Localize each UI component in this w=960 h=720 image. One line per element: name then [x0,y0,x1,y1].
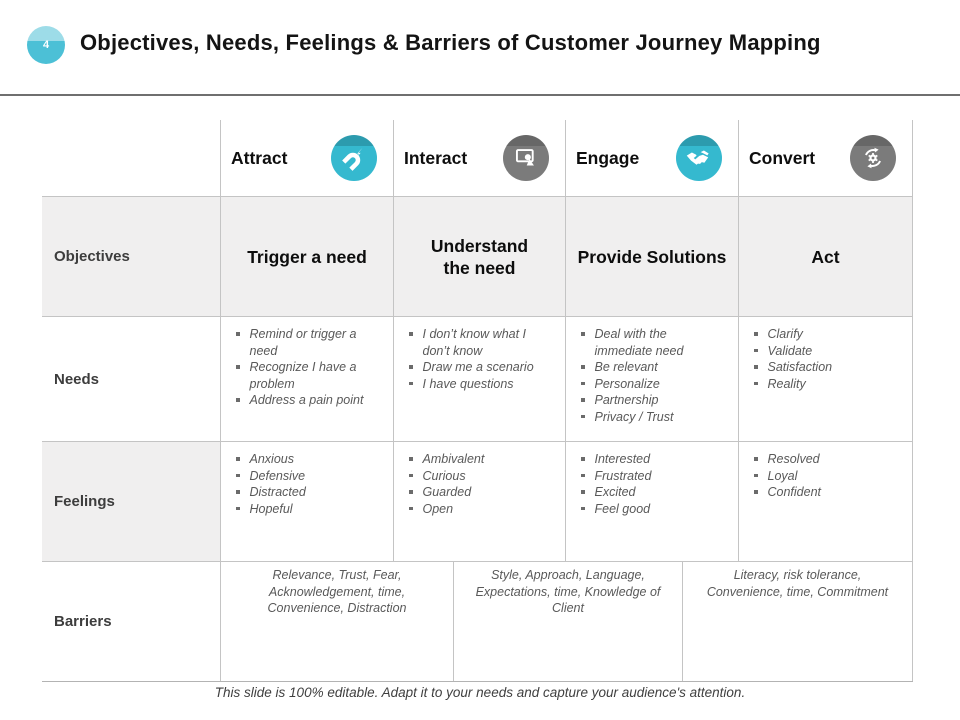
list-item: Recognize I have a problem [227,359,381,392]
needs-interact-cell: I don’t know what I don’t know Draw me a… [393,317,565,441]
page-number-badge: 4 [27,26,65,64]
stage-label: Attract [231,147,288,168]
editable-note: This slide is 100% editable. Adapt it to… [214,685,746,700]
objective-engage: Provide Solutions [565,197,738,316]
row-label-feelings: Feelings [42,442,220,561]
barriers-cell-1: Relevance, Trust, Fear, Acknowledgement,… [220,562,453,681]
list-item: Reality [745,376,900,393]
list-item: Personalize [572,376,726,393]
list-item: Partnership [572,392,726,409]
feelings-attract-cell: Anxious Defensive Distracted Hopeful [220,442,393,561]
feelings-engage-cell: Interested Frustrated Excited Feel good [565,442,738,561]
stage-header-convert: Convert [738,120,913,196]
list-item: Be relevant [572,359,726,376]
list-item: Curious [400,468,553,485]
header-spacer-cell [42,120,220,196]
list-item: I have questions [400,376,553,393]
stage-header-row: Attract Interact [42,120,913,196]
stage-label: Interact [404,147,468,168]
row-label-objectives: Objectives [54,248,130,265]
needs-attract-cell: Remind or trigger a need Recognize I hav… [220,317,393,441]
title-divider [0,94,960,96]
list-item: Validate [745,343,900,360]
list-item: Satisfaction [745,359,900,376]
list-item: Confident [745,484,900,501]
list-item: I don’t know what I don’t know [400,326,553,359]
list-item: Remind or trigger a need [227,326,381,359]
list-item: Clarify [745,326,900,343]
barriers-cell-2: Style, Approach, Language, Expectations,… [453,562,682,681]
stage-label: Convert [749,147,816,168]
list-item: Ambivalent [400,451,553,468]
list-item: Anxious [227,451,381,468]
barriers-row: Barriers Relevance, Trust, Fear, Acknowl… [42,561,913,682]
list-item: Excited [572,484,726,501]
list-item: Draw me a scenario [400,359,553,376]
touch-screen-icon [503,135,549,181]
objective-text: Trigger a need [247,246,367,267]
feelings-interact-cell: Ambivalent Curious Guarded Open [393,442,565,561]
needs-engage-cell: Deal with the immediate need Be relevant… [565,317,738,441]
process-gear-icon [850,135,896,181]
objective-text: Understand the need [430,235,529,278]
list-item: Feel good [572,501,726,518]
list-item: Address a pain point [227,392,381,409]
objective-attract: Trigger a need [220,197,393,316]
magnet-icon [331,135,377,181]
objective-text: Act [811,246,840,267]
objective-text: Provide Solutions [577,246,727,267]
feelings-row: Feelings Anxious Defensive Distracted Ho… [42,441,913,561]
page-title: Objectives, Needs, Feelings & Barriers o… [80,30,821,55]
list-item: Frustrated [572,468,726,485]
stage-header-engage: Engage [565,120,738,196]
stage-header-attract: Attract [220,120,393,196]
objective-interact: Understand the need [393,197,565,316]
stage-label: Engage [576,147,640,168]
needs-row: Needs Remind or trigger a need Recognize… [42,316,913,441]
page-number: 4 [42,39,50,51]
list-item: Open [400,501,553,518]
row-label-needs: Needs [54,370,100,388]
barriers-cell-3: Literacy, risk tolerance, Convenience, t… [682,562,913,681]
feelings-convert-cell: Resolved Loyal Confident [738,442,913,561]
list-item: Distracted [227,484,381,501]
objectives-row: Objectives Trigger a need Understand the… [42,196,913,316]
stage-header-interact: Interact [393,120,565,196]
list-item: Guarded [400,484,553,501]
list-item: Loyal [745,468,900,485]
list-item: Defensive [227,468,381,485]
list-item: Privacy / Trust [572,409,726,426]
list-item: Hopeful [227,501,381,518]
journey-map-table: Attract Interact [42,120,913,682]
list-item: Resolved [745,451,900,468]
list-item: Deal with the immediate need [572,326,726,359]
needs-convert-cell: Clarify Validate Satisfaction Reality [738,317,913,441]
list-item: Interested [572,451,726,468]
objective-convert: Act [738,197,913,316]
row-label-barriers: Barriers [54,613,112,630]
handshake-icon [676,135,722,181]
